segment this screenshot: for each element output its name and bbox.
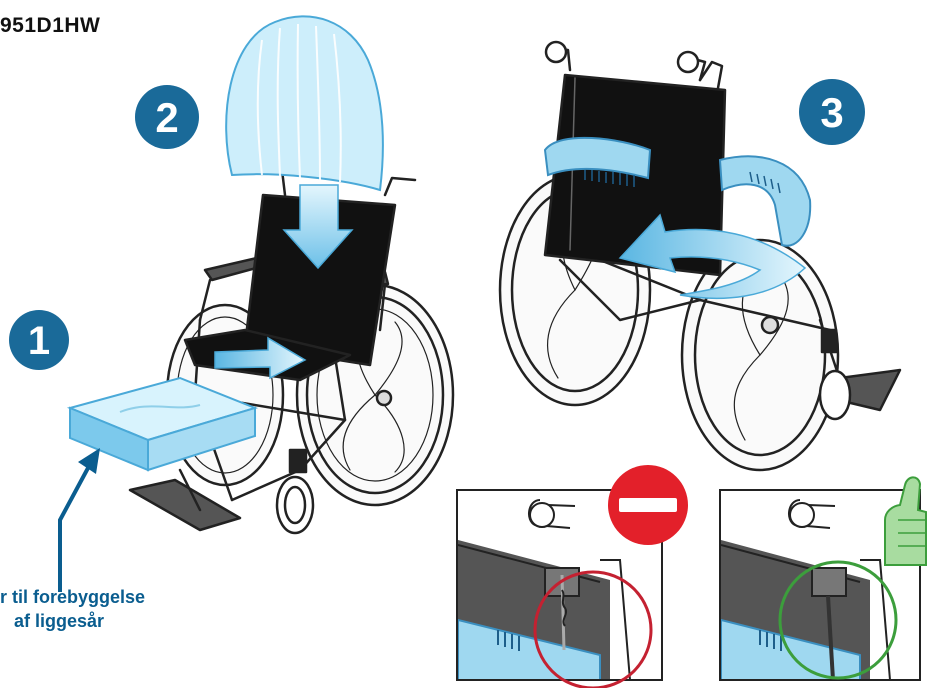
svg-text:3: 3 bbox=[820, 89, 843, 136]
svg-text:1: 1 bbox=[28, 319, 50, 363]
step-badge-2: 2 bbox=[135, 85, 199, 149]
step-badge-1: 1 bbox=[9, 310, 69, 370]
model-code: 951D1HW bbox=[0, 14, 100, 38]
caption-pointer-arrow bbox=[60, 468, 88, 592]
caption-line-2: af liggesår bbox=[0, 609, 145, 633]
wheelchair-left bbox=[130, 168, 453, 533]
step-badge-3: 3 bbox=[799, 79, 865, 145]
caption-text: r til forebyggelse af liggesår bbox=[0, 585, 145, 633]
caption-line-1: r til forebyggelse bbox=[0, 585, 145, 609]
svg-text:2: 2 bbox=[155, 94, 178, 141]
no-entry-icon bbox=[608, 465, 688, 545]
back-cushion bbox=[226, 16, 383, 190]
detail-wrong-panel bbox=[457, 465, 688, 688]
detail-correct-panel bbox=[720, 477, 926, 680]
